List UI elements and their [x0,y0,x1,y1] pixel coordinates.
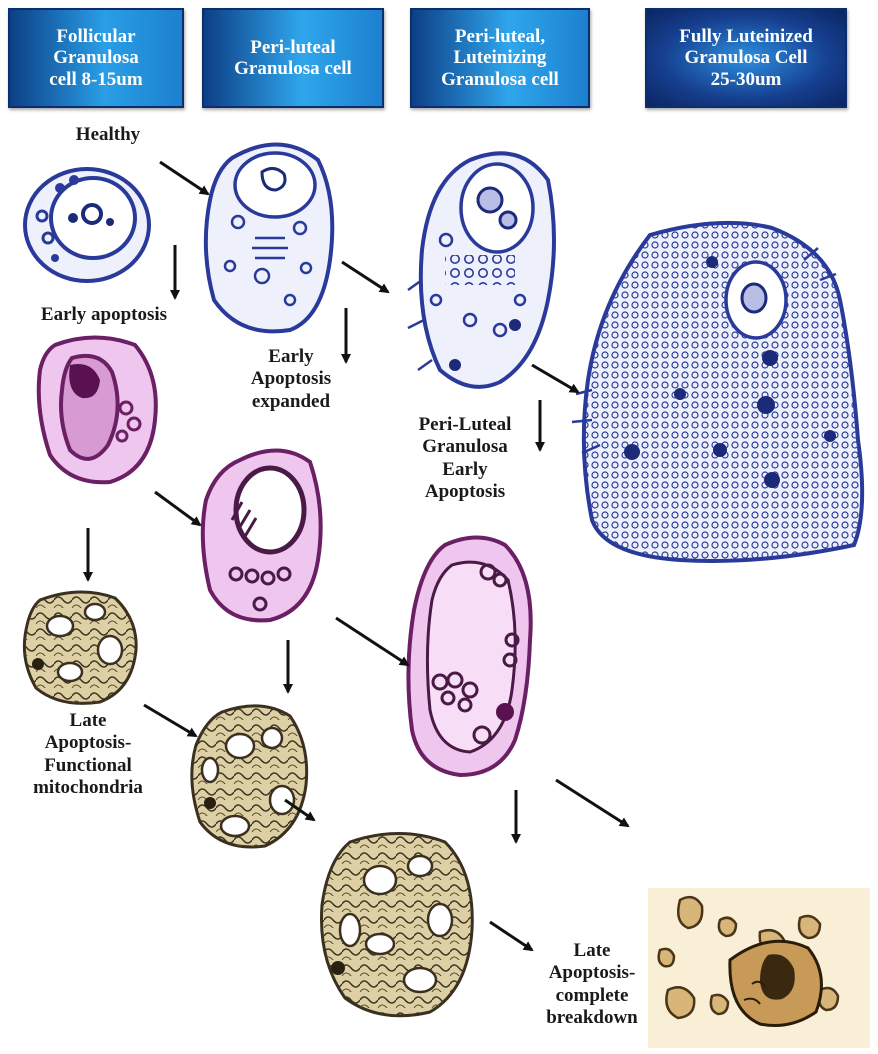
fully-luteinized-cell [572,223,862,561]
luteinizing-early-apoptosis-cell [408,538,530,776]
arrow-peri-early-to-luteinizing-early [336,618,408,665]
peri-luteal-early-apoptosis-cell [203,450,321,620]
luteinizing-late-apoptosis-cell [321,834,472,1016]
arrow-late-to-complete-breakdown [490,922,532,950]
arrow-healthy-to-peri-luteal [160,162,208,194]
arrow-luteinizing-to-fully [532,365,578,392]
label-healthy: Healthy [48,124,168,146]
arrow-luteinizing-early-to-breakdown [556,780,628,826]
label-early-apoptosis: Early apoptosis [6,304,202,326]
follicular-early-apoptosis-cell [39,338,156,483]
label-late-apoptosis-complete: Late Apoptosis- complete breakdown [532,940,652,1030]
complete-breakdown-fragments [648,888,870,1048]
luteinizing-healthy-cell [408,153,554,387]
label-peri-luteal-early-apoptosis: Peri-Luteal Granulosa Early Apoptosis [398,414,532,504]
label-late-apoptosis-functional: Late Apoptosis- Functional mitochondria [0,710,176,800]
label-early-apoptosis-expanded: Early Apoptosis expanded [236,346,346,413]
peri-luteal-late-apoptosis-cell [192,706,307,847]
follicular-late-apoptosis-cell [24,592,136,703]
arrow-peri-luteal-to-luteinizing [342,262,388,292]
follicular-healthy-cell [25,169,149,281]
peri-luteal-healthy-cell [206,144,332,331]
arrow-follicular-early-to-peri-early [155,492,200,525]
